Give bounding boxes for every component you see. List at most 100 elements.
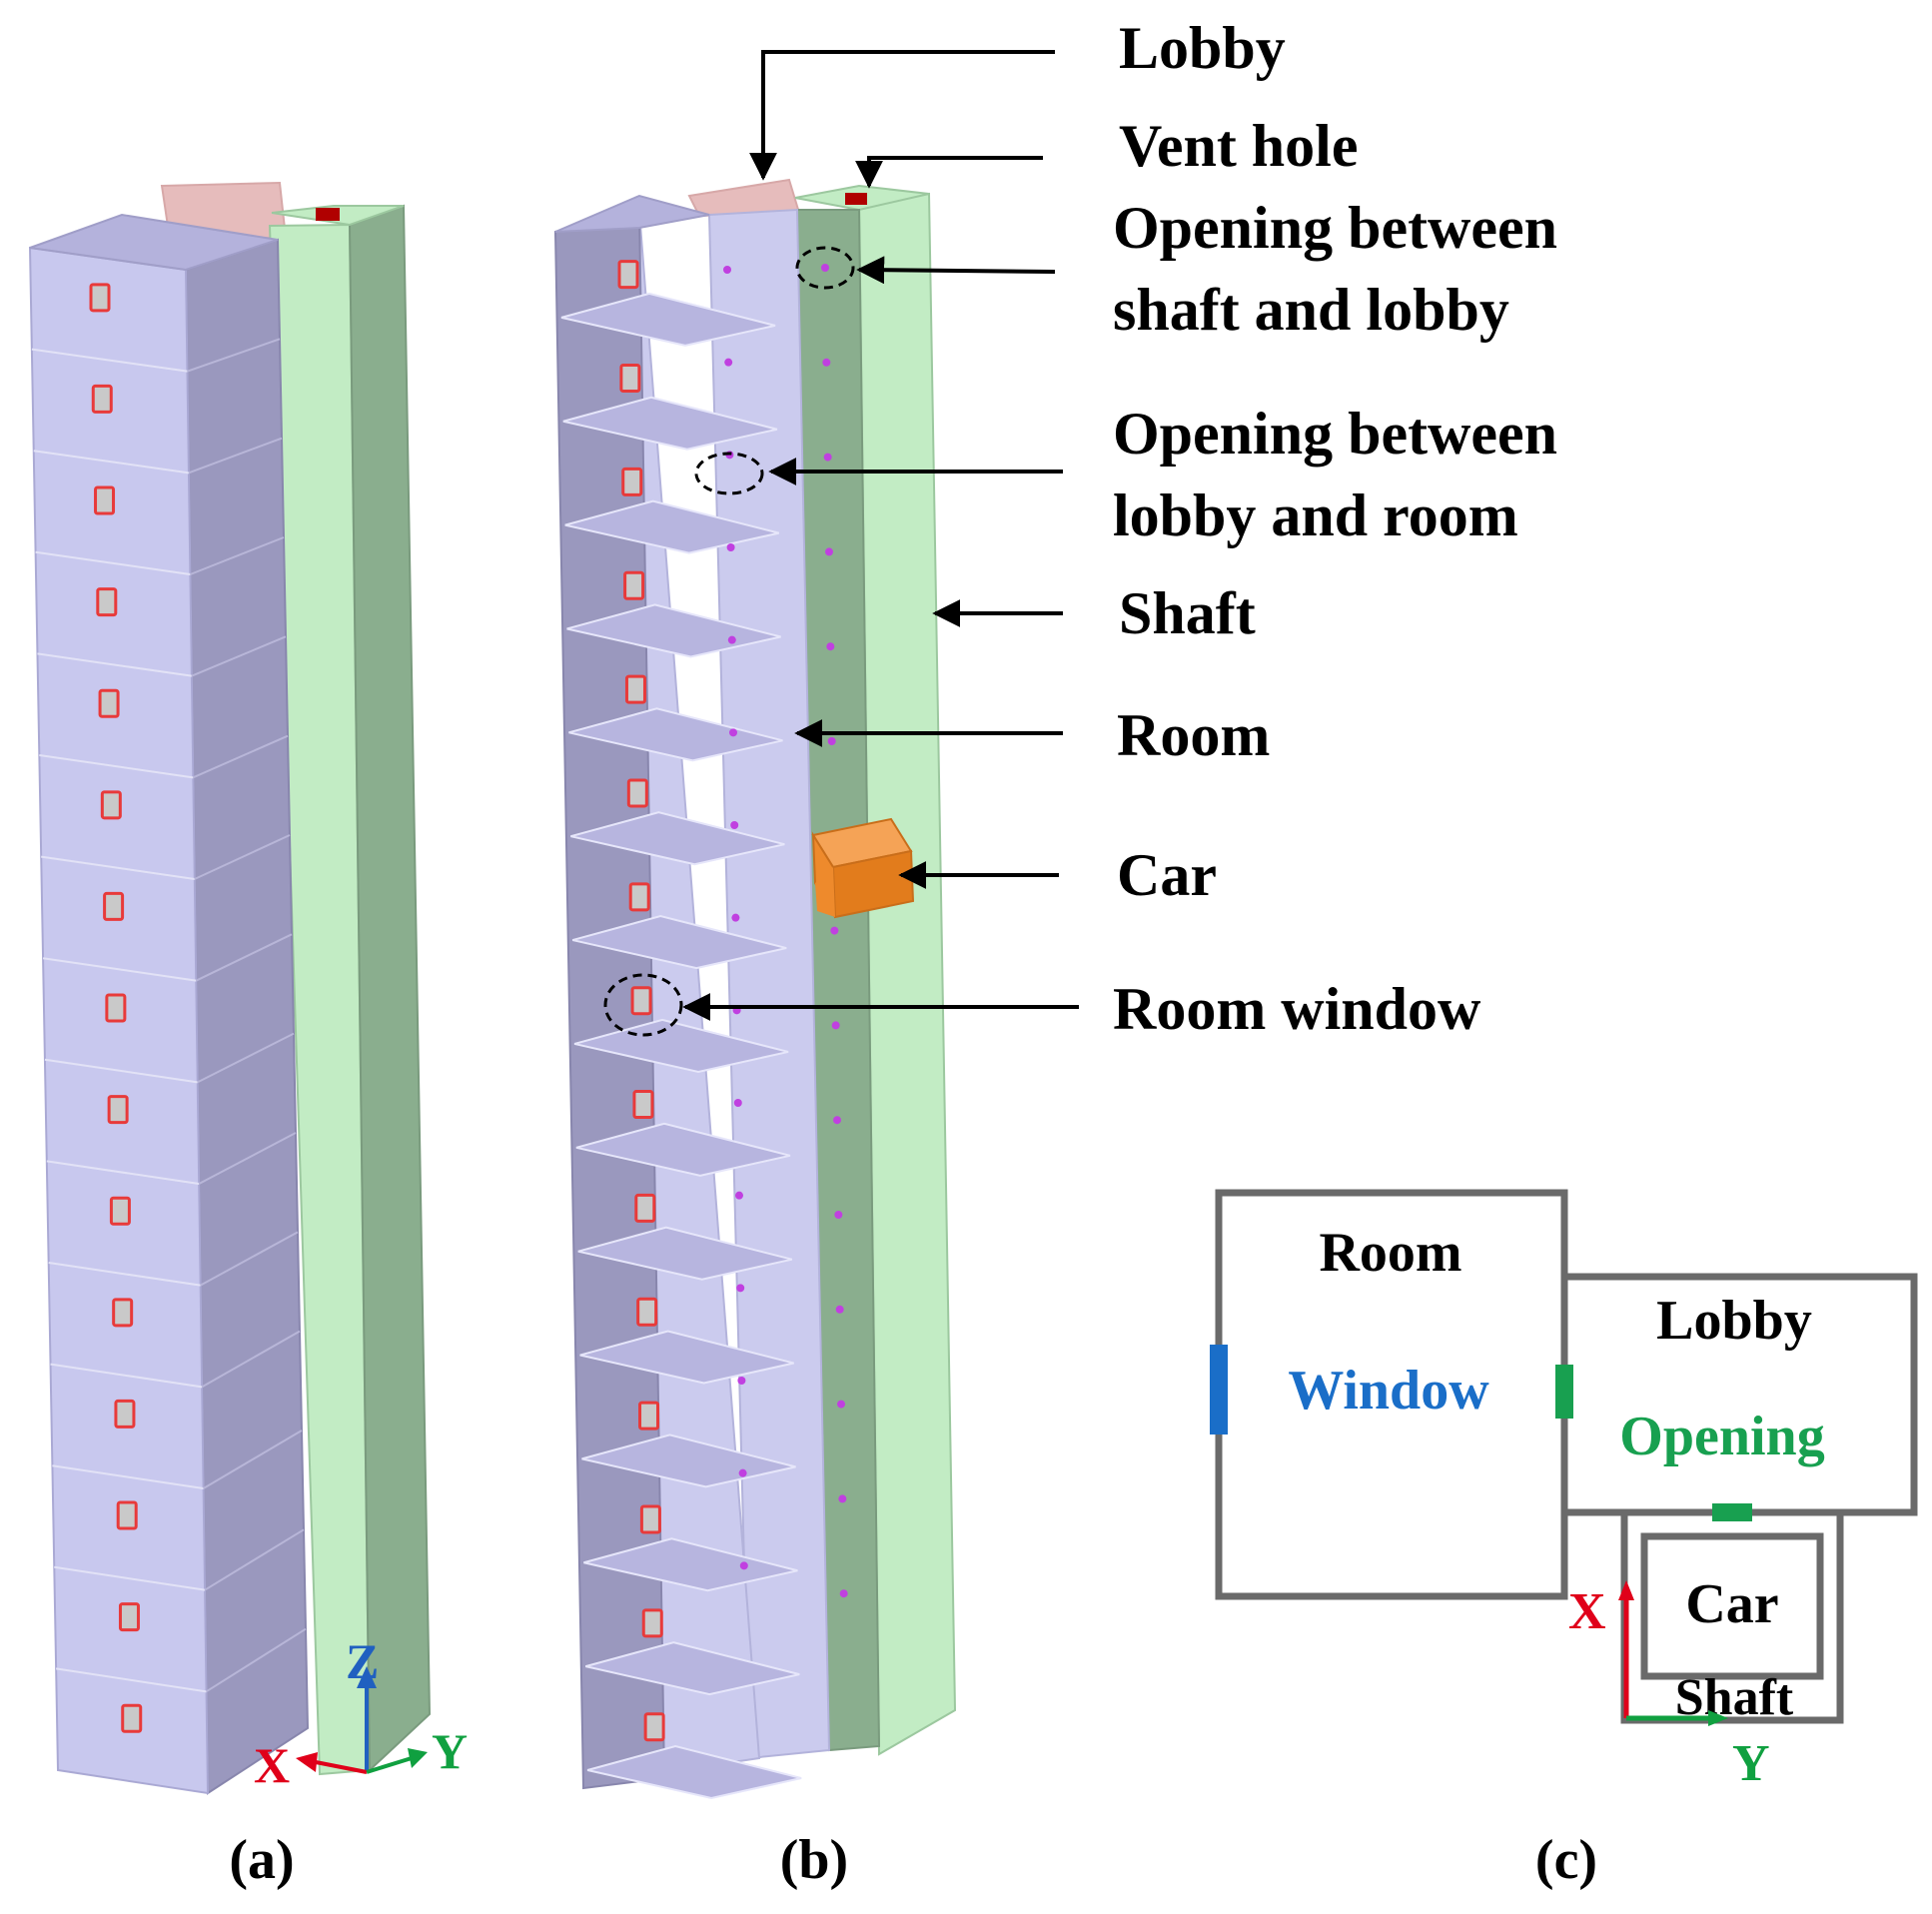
panel-b-callout-arrows — [682, 50, 1079, 1021]
panel-b-shaft-lobby-openings — [821, 264, 848, 1598]
panel-b-room-windows — [617, 260, 665, 1742]
panel-b-room-window — [624, 674, 646, 704]
plan-lobby-shaft-opening-bar — [1712, 1503, 1752, 1521]
panel-b-shaft-lobby-opening — [831, 1021, 840, 1030]
panel-a-room-window — [112, 1298, 134, 1328]
panel-b-floor-slab — [585, 1641, 800, 1696]
panel-b-room-window — [617, 260, 639, 290]
panel-a-floor-line — [41, 855, 195, 880]
plan-room-label: Room — [1319, 1222, 1461, 1284]
panel-b-room-window — [638, 1401, 660, 1431]
panel-b-room-window — [626, 778, 648, 808]
panel-a-vent-hole — [316, 208, 340, 221]
panel-b-lobby-room-opening — [733, 1099, 742, 1107]
panel-a-floor-line-side — [188, 437, 283, 475]
panel-b-lobby-room-opening — [735, 1191, 743, 1200]
arrow-shaft-lobby-opening — [856, 256, 1056, 285]
label-car: Car — [1117, 842, 1217, 908]
panel-a-floor-line — [46, 1160, 200, 1185]
panel-a-room-window — [98, 688, 120, 718]
panel-b-room-window — [641, 1608, 663, 1638]
panel-b-floor-slab — [583, 1537, 798, 1592]
panel-a-floor-line — [31, 348, 188, 373]
panel-a-room-window — [118, 1602, 140, 1632]
label-vent-hole: Vent hole — [1119, 113, 1358, 179]
panel-b-lobby-room-opening — [730, 821, 739, 829]
label-shaft-lobby-opening-line2: shaft and lobby — [1113, 277, 1509, 343]
panel-a-floor-line-side — [190, 536, 285, 575]
label-shaft-lobby-opening-line1: Opening between — [1113, 195, 1557, 261]
plan-axis-x-label: X — [1568, 1583, 1606, 1640]
label-room: Room — [1117, 702, 1270, 768]
panel-a-room-window — [121, 1703, 143, 1733]
panel-b-floor-slab — [579, 1330, 794, 1385]
panel-a-caption: (a) — [229, 1829, 294, 1891]
panel-b-room-window — [643, 1712, 665, 1742]
panel-b-shaft-lobby-opening — [838, 1494, 847, 1503]
label-room-window: Room window — [1113, 976, 1481, 1042]
panel-a-floor-line-side — [194, 834, 291, 880]
panel-b-floor-slab — [570, 811, 785, 866]
plan-opening-label: Opening — [1619, 1406, 1824, 1467]
panel-b-lobby-room-opening — [736, 1284, 745, 1293]
panel-c-caption: (c) — [1535, 1829, 1597, 1891]
panel-b-floor-slab — [577, 1226, 793, 1281]
panel-b-floor-slabs — [560, 292, 802, 1800]
panel-a-room-window — [116, 1500, 138, 1530]
panel-b-floor-slab — [573, 1018, 789, 1073]
panel-a-floor-line — [35, 550, 191, 575]
panel-a-floor-line — [37, 652, 193, 677]
panel-b-lobby-room-opening — [727, 635, 736, 644]
panel-b-shaft-lobby-opening — [825, 547, 833, 556]
panel-b-lobby-room-opening — [729, 728, 737, 737]
panel-a-room-window — [94, 485, 116, 515]
panel-b-vent-hole — [845, 193, 867, 205]
panel-a-floor-line-side — [200, 1231, 299, 1287]
panel-a-room-window — [105, 993, 127, 1023]
panel-b-lobby-room-opening — [738, 1468, 747, 1477]
panel-b-lobby-room-opening — [731, 913, 740, 922]
panel-a-room-window — [114, 1399, 136, 1429]
panel-b-highlight-room-window — [603, 973, 683, 1037]
panel-b-highlight-lobby-room-opening — [694, 452, 764, 495]
panel-a-floor-line — [54, 1565, 206, 1591]
panel-b-floor-slab — [564, 499, 779, 554]
panel-a-room-top — [29, 213, 279, 272]
panel-a-room-window — [96, 587, 118, 617]
panel-a-floor-line-side — [197, 1032, 295, 1084]
panel-a-floor-line-side — [201, 1330, 301, 1389]
panel-b-floor-slab — [562, 396, 778, 451]
panel-a-floor-line — [48, 1262, 201, 1287]
plan-car-label: Car — [1685, 1573, 1778, 1635]
panel-a-floor-line-side — [206, 1627, 307, 1693]
arrow-lobby — [749, 50, 1055, 181]
panel-b-room-window — [621, 467, 643, 496]
panel-b-highlight-shaft-lobby-opening — [795, 246, 855, 290]
panel-b-room-window — [619, 363, 641, 393]
panel-b-floor-slab — [566, 603, 781, 658]
plan-lobby-label: Lobby — [1656, 1290, 1812, 1352]
panel-b-room-window — [636, 1297, 658, 1327]
panel-b-shaft-lobby-opening — [833, 1116, 841, 1125]
panel-b-shaft-lobby-opening — [830, 926, 839, 935]
arrow-vent-hole — [855, 156, 1043, 189]
panel-a-room-window — [91, 384, 113, 414]
panel-b-floor-slab — [560, 292, 776, 347]
panel-b-room-window — [632, 1090, 654, 1120]
panel-b-lobby-room-opening — [739, 1561, 748, 1570]
panel-b-shaft-lobby-opening — [837, 1400, 845, 1409]
panel-c-floor-plan: Room Window Lobby Opening Car Shaft X Y … — [1210, 1189, 1918, 1891]
panel-a-room-window — [100, 790, 122, 820]
panel-a-axis-y-label: Y — [432, 1723, 468, 1779]
panel-b-floor-slab — [586, 1744, 802, 1800]
panel-b-room-window — [634, 1193, 656, 1223]
panel-a-floor-line — [44, 1058, 198, 1084]
panel-b-lobby-room-openings — [723, 266, 748, 1570]
label-lobby: Lobby — [1119, 15, 1286, 81]
panel-a-floor-line — [52, 1464, 204, 1489]
panel-b-shaft-lobby-opening — [826, 642, 835, 651]
plan-room-lobby-opening-bar — [1555, 1365, 1573, 1419]
panel-b-floor-slab — [571, 915, 787, 970]
panel-a-floor-line — [42, 957, 197, 982]
